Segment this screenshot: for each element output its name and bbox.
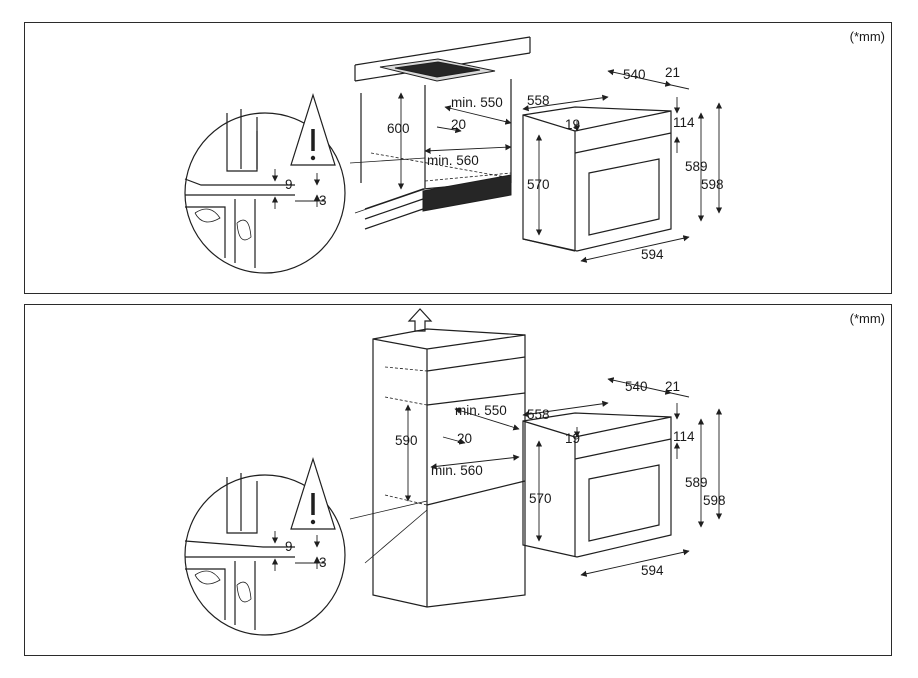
dim-oven-door: 21 bbox=[665, 65, 680, 80]
dim-cabinet-depth-min: min. 550 bbox=[455, 403, 507, 418]
countertop bbox=[354, 36, 531, 82]
dim-oven-depth: 540 bbox=[625, 379, 648, 394]
dim-oven-width: 594 bbox=[641, 247, 664, 262]
dim-oven-height-1: 589 bbox=[685, 159, 708, 174]
dim-detail-gap-bottom: 3 bbox=[319, 193, 327, 208]
dim-cabinet-width-min: min. 560 bbox=[427, 153, 479, 168]
unit-note: (*mm) bbox=[849, 29, 885, 44]
dim-oven-depth: 540 bbox=[623, 67, 646, 82]
dim-oven-panel-height: 114 bbox=[673, 429, 695, 444]
vent-strip bbox=[422, 174, 512, 212]
dim-oven-top-gap: 19 bbox=[565, 431, 580, 446]
dim-oven-top-gap: 19 bbox=[565, 117, 580, 132]
dim-oven-door: 21 bbox=[665, 379, 680, 394]
dim-cabinet-width-min: min. 560 bbox=[431, 463, 483, 478]
dim-detail-gap-top: 9 bbox=[285, 539, 293, 554]
dim-oven-side-depth: 558 bbox=[527, 407, 550, 422]
detail-circle: 9 3 bbox=[184, 456, 346, 636]
dim-cabinet-depth-min: min. 550 bbox=[451, 95, 503, 110]
dim-oven-body-height: 570 bbox=[529, 491, 552, 506]
dim-oven-height-2: 598 bbox=[703, 493, 726, 508]
oven-dimensions: 540 21 558 19 114 570 589 598 594 bbox=[522, 377, 726, 578]
dim-cabinet-height: 590 bbox=[395, 433, 418, 448]
oven-dimensions: 540 21 558 19 114 570 589 598 594 bbox=[522, 65, 724, 263]
dim-oven-body-height: 570 bbox=[527, 177, 550, 192]
cabinet-dimensions: 600 min. 550 20 min. 560 bbox=[387, 92, 512, 190]
cabinet-dimensions: 590 min. 550 20 min. 560 bbox=[395, 403, 520, 502]
oven bbox=[522, 412, 672, 558]
dim-oven-height-2: 598 bbox=[701, 177, 724, 192]
up-arrow-icon bbox=[407, 308, 433, 332]
dim-oven-width: 594 bbox=[641, 563, 664, 578]
dim-cabinet-gap: 20 bbox=[457, 431, 472, 446]
dim-cabinet-height: 600 bbox=[387, 121, 410, 136]
detail-circle: 9 3 bbox=[184, 92, 346, 274]
cabinet-niche bbox=[360, 79, 512, 230]
dim-detail-gap-bottom: 3 bbox=[319, 555, 327, 570]
unit-note: (*mm) bbox=[849, 311, 885, 326]
dim-oven-panel-height: 114 bbox=[673, 115, 695, 130]
under-counter-diagram: 600 min. 550 20 min. 560 9 bbox=[184, 36, 724, 274]
installation-panel-column: (*mm) 590 min. 550 20 min. 560 bbox=[24, 304, 892, 656]
dim-detail-gap-top: 9 bbox=[285, 177, 293, 192]
installation-panel-under-counter: (*mm) 600 min. 550 bbox=[24, 22, 892, 294]
dim-oven-height-1: 589 bbox=[685, 475, 708, 490]
tall-cabinet bbox=[372, 328, 526, 608]
column-diagram: 590 min. 550 20 min. 560 9 bbox=[184, 308, 726, 636]
dim-cabinet-gap: 20 bbox=[451, 117, 466, 132]
dim-oven-side-depth: 558 bbox=[527, 93, 550, 108]
